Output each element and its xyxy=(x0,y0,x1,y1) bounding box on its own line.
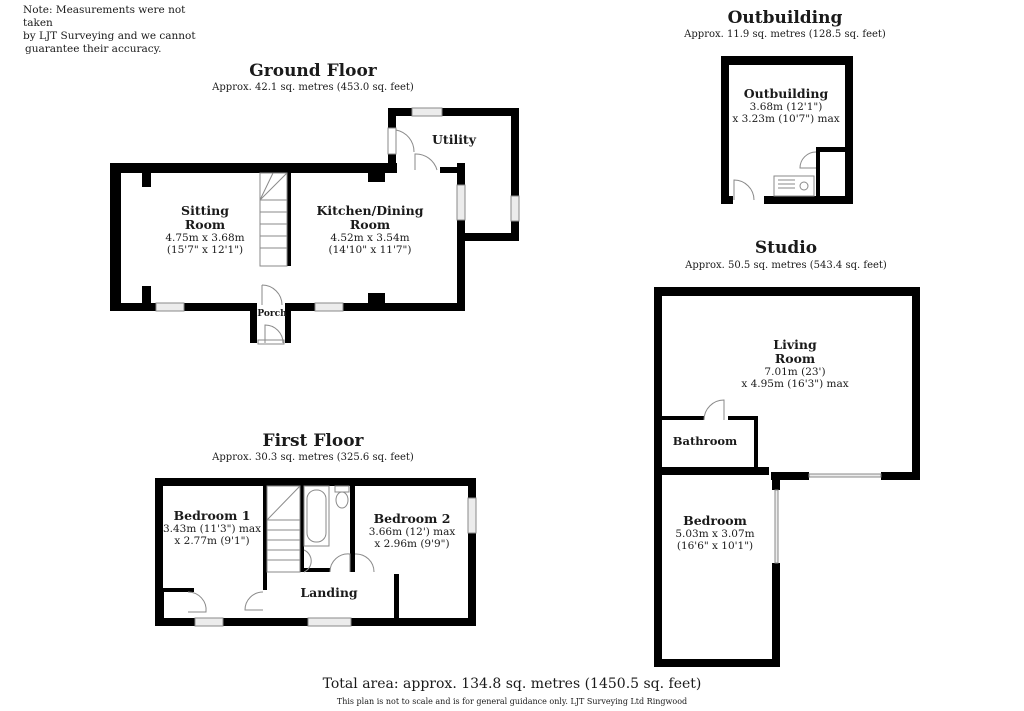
room-dimension: x 2.96m (9'9") xyxy=(374,538,450,550)
room-dimension: (14'10" x 11'7") xyxy=(328,244,412,256)
note-line: Note: Measurements were not taken xyxy=(23,4,186,29)
room-dimension: x 3.23m (10'7") max xyxy=(732,113,840,125)
room-name: Bathroom xyxy=(672,434,738,448)
room-utility: Utility xyxy=(432,133,476,147)
room-dimension: 3.68m (12'1") xyxy=(749,101,823,113)
room-name: Room xyxy=(349,217,391,232)
first-floor-title: First Floor xyxy=(262,431,364,451)
room-bedroom-2: Bedroom 2 3.66m (12') max x 2.96m (9'9") xyxy=(368,511,456,551)
room-living-room: Living Room 7.01m (23') x 4.95m (16'3") … xyxy=(741,337,849,391)
room-name: Bedroom xyxy=(683,513,747,528)
note-line: guarantee their accuracy. xyxy=(25,43,162,55)
outbuilding-area: Approx. 11.9 sq. metres (128.5 sq. feet) xyxy=(684,29,886,40)
measurement-note: Note: Measurements were not taken by LJT… xyxy=(23,4,213,56)
room-porch: Porch xyxy=(257,309,286,319)
room-dimension: 3.66m (12') max xyxy=(368,526,456,538)
ground-floor-area: Approx. 42.1 sq. metres (453.0 sq. feet) xyxy=(212,82,414,93)
doors-and-fixtures xyxy=(187,127,817,613)
room-dimension: x 2.77m (9'1") xyxy=(174,535,250,547)
room-dimension: (16'6" x 10'1") xyxy=(676,540,754,552)
room-name: Utility xyxy=(432,132,476,147)
room-name: Outbuilding xyxy=(743,86,829,101)
room-dimension: (15'7" x 12'1") xyxy=(166,244,244,256)
room-dimension: 3.43m (11'3") max xyxy=(162,523,262,535)
first-floor-area: Approx. 30.3 sq. metres (325.6 sq. feet) xyxy=(212,452,414,463)
room-name: Bedroom 2 xyxy=(373,511,451,526)
room-name: Porch xyxy=(257,309,287,319)
room-dimension: 4.52m x 3.54m xyxy=(330,232,410,244)
room-dimension: x 4.95m (16'3") max xyxy=(741,378,849,390)
studio-title: Studio xyxy=(754,238,818,258)
room-bedroom-1: Bedroom 1 3.43m (11'3") max x 2.77m (9'1… xyxy=(162,508,262,548)
room-bathroom: Bathroom xyxy=(673,434,737,448)
room-name: Living xyxy=(773,337,817,352)
total-area: Total area: approx. 134.8 sq. metres (14… xyxy=(322,676,702,692)
room-name: Bedroom 1 xyxy=(173,508,251,523)
note-line: by LJT Surveying and we cannot xyxy=(23,30,196,42)
studio-area: Approx. 50.5 sq. metres (543.4 sq. feet) xyxy=(685,260,887,271)
room-dimension: 4.75m x 3.68m xyxy=(165,232,245,244)
room-dimension: 5.03m x 3.07m xyxy=(675,528,755,540)
room-kitchen-dining: Kitchen/Dining Room 4.52m x 3.54m (14'10… xyxy=(316,203,424,257)
room-name: Kitchen/Dining xyxy=(316,203,424,218)
room-sitting-room: Sitting Room 4.75m x 3.68m (15'7" x 12'1… xyxy=(165,203,245,257)
room-bedroom: Bedroom 5.03m x 3.07m (16'6" x 10'1") xyxy=(675,513,755,553)
ground-floor-title: Ground Floor xyxy=(249,61,377,81)
room-name: Landing xyxy=(300,585,358,600)
windows xyxy=(155,107,882,627)
room-dimension: 7.01m (23') xyxy=(764,366,826,378)
outbuilding-title: Outbuilding xyxy=(727,8,843,28)
disclaimer: This plan is not to scale and is for gen… xyxy=(336,697,688,706)
room-landing: Landing xyxy=(300,586,357,600)
room-name: Room xyxy=(184,217,226,232)
room-name: Sitting xyxy=(181,203,229,218)
room-outbuilding: Outbuilding 3.68m (12'1") x 3.23m (10'7"… xyxy=(732,86,840,126)
room-name: Room xyxy=(774,351,816,366)
